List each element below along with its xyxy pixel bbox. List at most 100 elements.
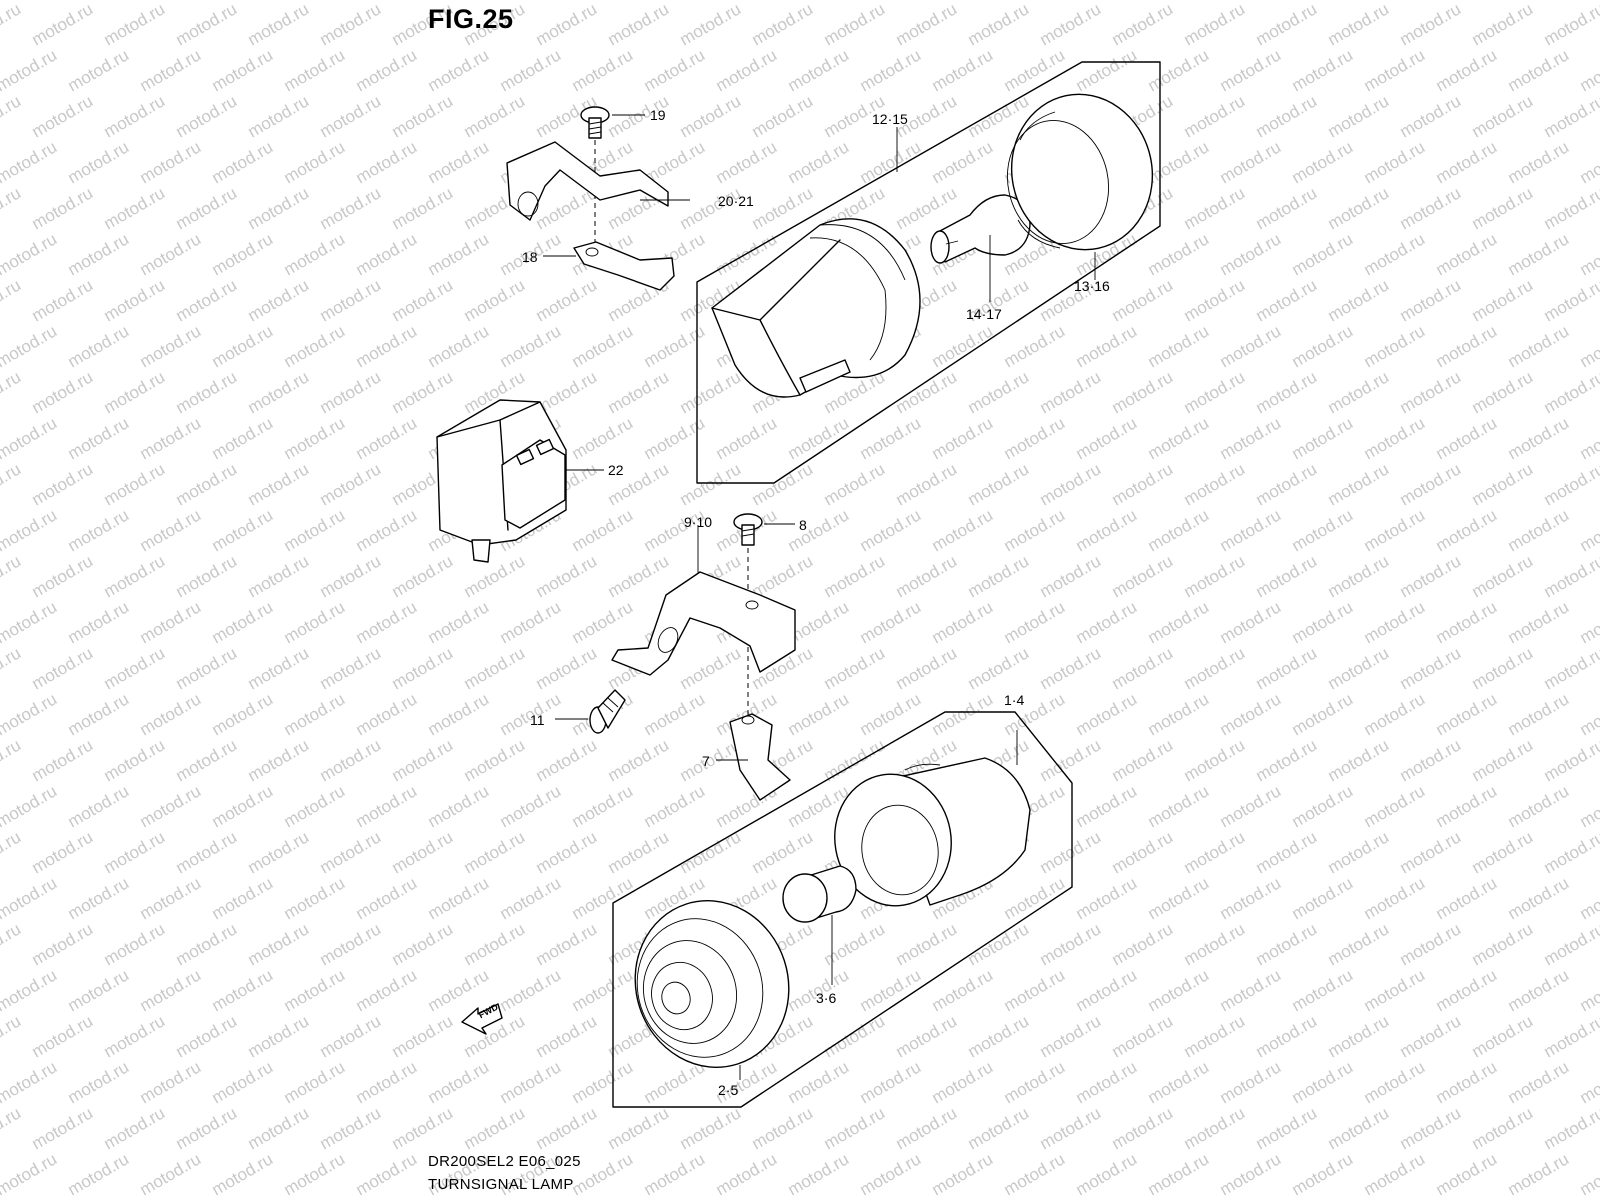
watermark-text: motod.ru [1181,367,1249,417]
watermark-text: motod.ru [101,91,169,141]
watermark-text: motod.ru [1397,275,1465,325]
watermark-text: motod.ru [65,0,133,3]
watermark-text: motod.ru [1145,597,1213,647]
watermark-text: motod.ru [1541,735,1600,785]
watermark-text: motod.ru [1361,965,1429,1015]
watermark-text: motod.ru [0,965,60,1015]
watermark-text: motod.ru [1145,413,1213,463]
lower-lens [634,900,790,1080]
watermark-text: motod.ru [317,1011,385,1061]
watermark-text: motod.ru [1217,1057,1285,1107]
watermark-text: motod.ru [101,1103,169,1153]
watermark-text: motod.ru [0,1149,60,1199]
watermark-text: motod.ru [1433,413,1501,463]
bracket-18 [543,241,675,291]
watermark-text: motod.ru [461,735,529,785]
watermark-text: motod.ru [1505,45,1573,95]
watermark-text: motod.ru [1073,1057,1141,1107]
watermark-text: motod.ru [137,873,205,923]
watermark-text: motod.ru [1397,551,1465,601]
watermark-text: motod.ru [1289,1057,1357,1107]
watermark-text: motod.ru [1361,137,1429,187]
watermark-text: motod.ru [569,781,637,831]
watermark-text: motod.ru [1505,413,1573,463]
watermark-text: motod.ru [1505,229,1573,279]
watermark-text: motod.ru [1145,321,1213,371]
watermark-text: motod.ru [929,321,997,371]
watermark-text: motod.ru [1469,827,1537,877]
watermark-text: motod.ru [1109,827,1177,877]
watermark-text: motod.ru [1217,321,1285,371]
watermark-text: motod.ru [1037,735,1105,785]
watermark-text: motod.ru [1109,367,1177,417]
watermark-text: motod.ru [1253,827,1321,877]
watermark-text: motod.ru [317,0,385,49]
watermark-text: motod.ru [245,183,313,233]
watermark-text: motod.ru [425,1057,493,1107]
watermark-text: motod.ru [1541,459,1600,509]
watermark-text: motod.ru [0,367,24,417]
watermark-text: motod.ru [1577,689,1600,739]
lower-housing [834,730,1031,907]
watermark-text: motod.ru [29,551,97,601]
watermark-text: motod.ru [173,1011,241,1061]
watermark-text: motod.ru [1073,0,1141,3]
watermark-text: motod.ru [1109,919,1177,969]
watermark-text: motod.ru [929,137,997,187]
watermark-text: motod.ru [893,919,961,969]
watermark-text: motod.ru [209,229,277,279]
callout-2-5: 2·5 [718,1082,739,1098]
watermark-text: motod.ru [1541,275,1600,325]
watermark-text: motod.ru [209,413,277,463]
watermark-text: motod.ru [1001,1057,1069,1107]
watermark-text: motod.ru [317,275,385,325]
watermark-text: motod.ru [821,551,889,601]
watermark-text: motod.ru [1109,1011,1177,1061]
watermark-text: motod.ru [857,1057,925,1107]
watermark-text: motod.ru [1073,965,1141,1015]
watermark-text: motod.ru [1217,781,1285,831]
watermark-text: motod.ru [749,183,817,233]
watermark-text: motod.ru [1001,1149,1069,1199]
watermark-text: motod.ru [1433,505,1501,555]
watermark-text: motod.ru [209,873,277,923]
upper-lens [1006,93,1154,251]
watermark-text: motod.ru [1325,735,1393,785]
watermark-text: motod.ru [1073,1149,1141,1199]
watermark-text: motod.ru [749,459,817,509]
watermark-text: motod.ru [677,0,745,49]
watermark-text: motod.ru [29,459,97,509]
watermark-text: motod.ru [281,1149,349,1199]
callout-1-4: 1·4 [1004,692,1025,708]
watermark-text: motod.ru [389,643,457,693]
watermark-text: motod.ru [1325,91,1393,141]
watermark-text: motod.ru [641,321,709,371]
watermark-text: motod.ru [281,965,349,1015]
watermark-text: motod.ru [1361,1057,1429,1107]
watermark-text: motod.ru [173,827,241,877]
watermark-text: motod.ru [1397,91,1465,141]
watermark-text: motod.ru [569,45,637,95]
watermark-text: motod.ru [1541,919,1600,969]
watermark-text: motod.ru [1217,689,1285,739]
callout-11: 11 [530,712,545,728]
watermark-text: motod.ru [1145,689,1213,739]
watermark-text: motod.ru [1361,873,1429,923]
watermark-text: motod.ru [857,0,925,3]
watermark-text: motod.ru [65,689,133,739]
watermark-text: motod.ru [1505,689,1573,739]
watermark-text: motod.ru [1505,321,1573,371]
watermark-text: motod.ru [1541,827,1600,877]
watermark-text: motod.ru [605,0,673,49]
watermark-text: motod.ru [1577,229,1600,279]
watermark-text: motod.ru [857,505,925,555]
watermark-text: motod.ru [317,643,385,693]
watermark-text: motod.ru [353,137,421,187]
watermark-text: motod.ru [461,275,529,325]
watermark-text: motod.ru [101,183,169,233]
screw-11 [555,689,626,734]
watermark-text: motod.ru [965,551,1033,601]
watermark-text: motod.ru [65,873,133,923]
watermark-text: motod.ru [1253,91,1321,141]
callout-13-16: 13·16 [1074,278,1110,294]
